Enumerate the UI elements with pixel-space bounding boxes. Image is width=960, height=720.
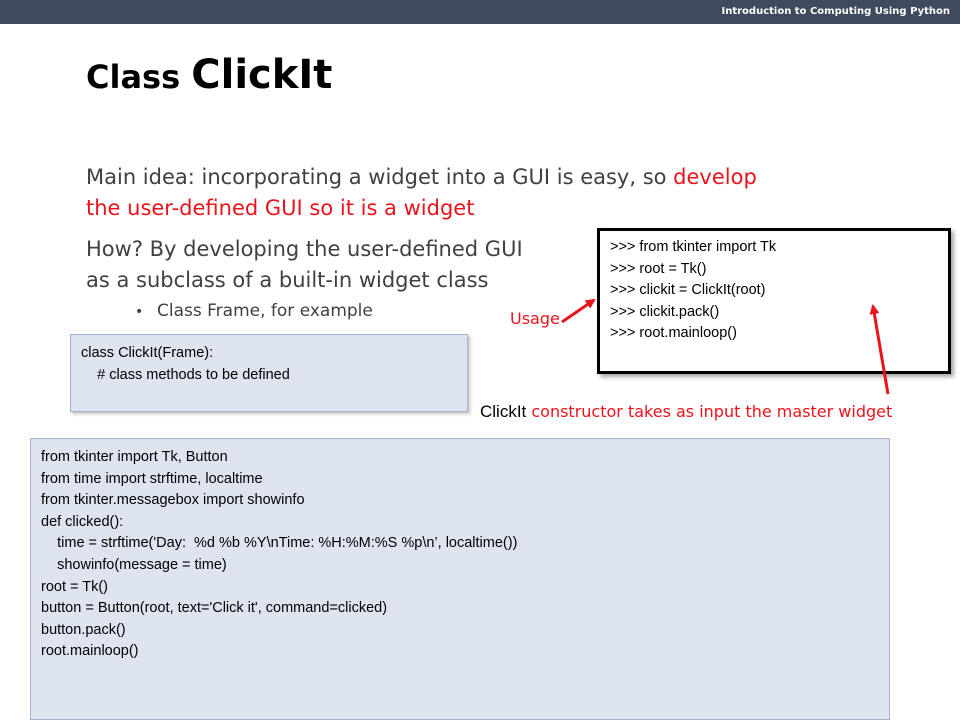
caption-rest: constructor takes as input the master wi… — [526, 402, 893, 421]
main-idea-prefix: Main idea: incorporating a widget into a… — [86, 165, 674, 189]
main-idea-red-1: develop — [673, 165, 757, 189]
usage-code-box: >>> from tkinter import Tk >>> root = Tk… — [597, 228, 951, 374]
class-definition-box: class ClickIt(Frame): # class methods to… — [70, 334, 468, 412]
class-line: # class methods to be defined — [81, 366, 290, 383]
usage-line: >>> from tkinter import Tk — [610, 239, 777, 255]
bullet-main-idea-line1: Main idea: incorporating a widget into a… — [86, 162, 757, 193]
sub-bullet-frame: • Class Frame, for example — [135, 301, 373, 321]
title-part-clickit: ClickIt — [191, 52, 333, 98]
title-part-class: Class — [86, 58, 192, 96]
code-line: button.pack() — [41, 621, 126, 638]
constructor-caption: ClickIt constructor takes as input the m… — [480, 402, 892, 422]
code-line: time = strftime('Day: %d %b %Y\nTime: %H… — [41, 535, 518, 552]
code-line: def clicked(): — [41, 513, 124, 530]
code-line: from tkinter.messagebox import showinfo — [41, 492, 305, 509]
usage-arrow-icon — [561, 298, 596, 324]
code-line: from time import strftime, localtime — [41, 470, 263, 487]
usage-line: >>> clickit.pack() — [610, 303, 720, 320]
usage-line: >>> root = Tk() — [610, 260, 707, 277]
usage-line: >>> clickit = ClickIt(root) — [610, 282, 766, 298]
course-title: Introduction to Computing Using Python — [721, 6, 951, 17]
code-line: root.mainloop() — [41, 643, 139, 660]
code-line: from tkinter import Tk, Button — [41, 449, 228, 465]
slide-title: Class ClickIt — [86, 52, 332, 98]
usage-label: Usage — [510, 309, 560, 328]
bullet-dot-icon: • — [135, 304, 144, 320]
header-bar: Introduction to Computing Using Python — [0, 0, 960, 24]
code-line: button = Button(root, text='Click it', c… — [41, 600, 388, 617]
full-code-box: from tkinter import Tk, Button from time… — [30, 438, 890, 720]
bullet-how-line2: as a subclass of a built-in widget class — [86, 268, 489, 292]
caption-code: ClickIt — [480, 402, 527, 421]
sub-suffix: , for example — [260, 301, 373, 321]
bullet-how-line1: How? By developing the user-defined GUI — [86, 237, 523, 261]
sub-prefix: Class — [157, 301, 208, 321]
code-line: showinfo(message = time) — [41, 556, 227, 573]
class-line: class ClickIt(Frame): — [81, 345, 214, 361]
sub-code: Frame — [207, 301, 261, 321]
bullet-main-idea-line2: the user-defined GUI so it is a widget — [86, 196, 475, 220]
code-line: root = Tk() — [41, 578, 109, 595]
usage-line: >>> root.mainloop() — [610, 325, 737, 341]
